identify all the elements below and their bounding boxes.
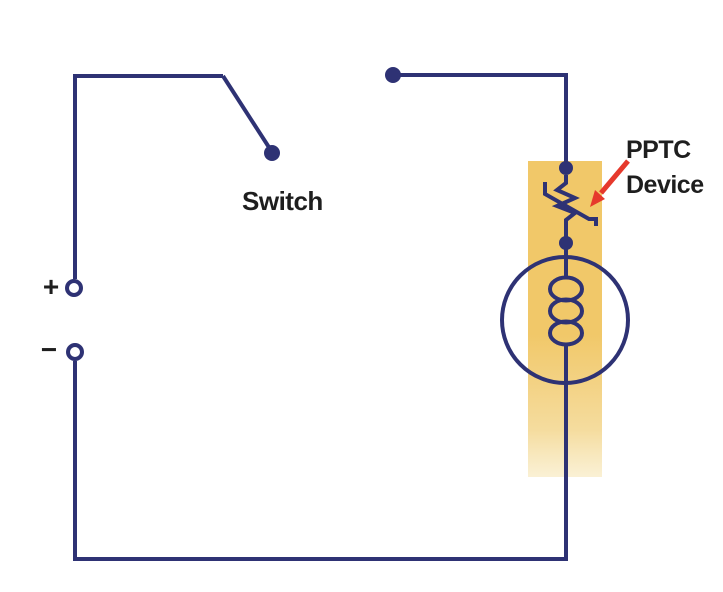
junction-dots: [264, 67, 573, 250]
pptc-device-label: PPTC Device: [626, 133, 704, 203]
pptc-device-label-line2: Device: [626, 171, 704, 199]
wire-right-top: [393, 73, 568, 169]
switch-label: Switch: [242, 186, 323, 216]
pptc-top-junction-dot: [559, 161, 573, 175]
pptc-resistor-zigzag: [551, 175, 580, 237]
plus-terminal: [65, 279, 83, 297]
wire-bottom-return: [73, 343, 568, 561]
pptc-bottom-junction-dot: [559, 236, 573, 250]
plus-terminal-label: +: [42, 271, 60, 302]
battery-terminals: [65, 279, 84, 361]
switch-arm: [221, 74, 274, 154]
pptc-pointer-arrow: [590, 159, 630, 207]
circuit-wires: [73, 73, 630, 561]
pptc-strike-line: [543, 182, 598, 226]
wire-left-top: [73, 74, 223, 279]
minus-terminal-label: −: [40, 334, 58, 365]
arrow-head: [590, 190, 605, 207]
arrow-shaft: [599, 159, 630, 195]
minus-terminal: [66, 343, 84, 361]
switch-arm-dot: [264, 145, 280, 161]
pptc-device-label-line1: PPTC: [626, 136, 691, 164]
switch-contact-dot: [385, 67, 401, 83]
